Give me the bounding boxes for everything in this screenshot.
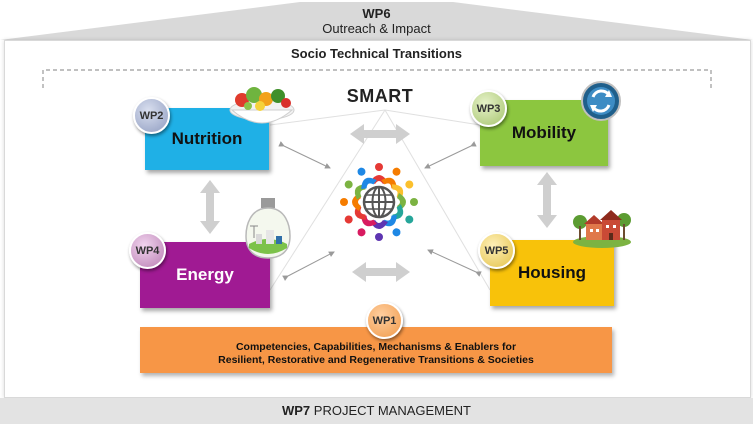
wp5-badge: WP5 bbox=[478, 232, 515, 269]
smart-label: SMART bbox=[346, 86, 414, 106]
footer-wp7: WP7 bbox=[281, 403, 311, 418]
mobility-label: Mobility bbox=[511, 123, 577, 142]
roof-shape bbox=[0, 2, 753, 40]
footer-bar bbox=[0, 398, 753, 424]
mobility-cycle-icon bbox=[581, 81, 621, 121]
footer-label: PROJECT MANAGEMENT bbox=[310, 403, 471, 418]
block-arrows bbox=[200, 124, 557, 282]
thin-arrows bbox=[278, 141, 482, 281]
wp1-badge: WP1 bbox=[366, 302, 403, 339]
wp4-badge: WP4 bbox=[129, 232, 166, 269]
wp6-title: WP6 bbox=[362, 6, 391, 21]
nutrition-label: Nutrition bbox=[171, 129, 243, 148]
foundation-line-1: Competencies, Capabilities, Mechanisms &… bbox=[235, 341, 517, 353]
houses-icon bbox=[573, 210, 631, 248]
footer-text: WP7 PROJECT MANAGEMENT bbox=[0, 403, 753, 418]
foundation-line-2: Resilient, Restorative and Regenerative … bbox=[218, 354, 534, 366]
lightbulb-energy-icon bbox=[245, 198, 291, 259]
section-title: Socio Technical Transitions bbox=[291, 46, 462, 61]
energy-label: Energy bbox=[176, 265, 234, 284]
wp2-badge: WP2 bbox=[133, 97, 170, 134]
wp3-badge: WP3 bbox=[470, 90, 507, 127]
wp6-subtitle: Outreach & Impact bbox=[322, 21, 431, 36]
housing-label: Housing bbox=[518, 263, 586, 282]
salad-bowl-icon bbox=[229, 87, 295, 124]
people-globe-icon bbox=[340, 163, 418, 241]
